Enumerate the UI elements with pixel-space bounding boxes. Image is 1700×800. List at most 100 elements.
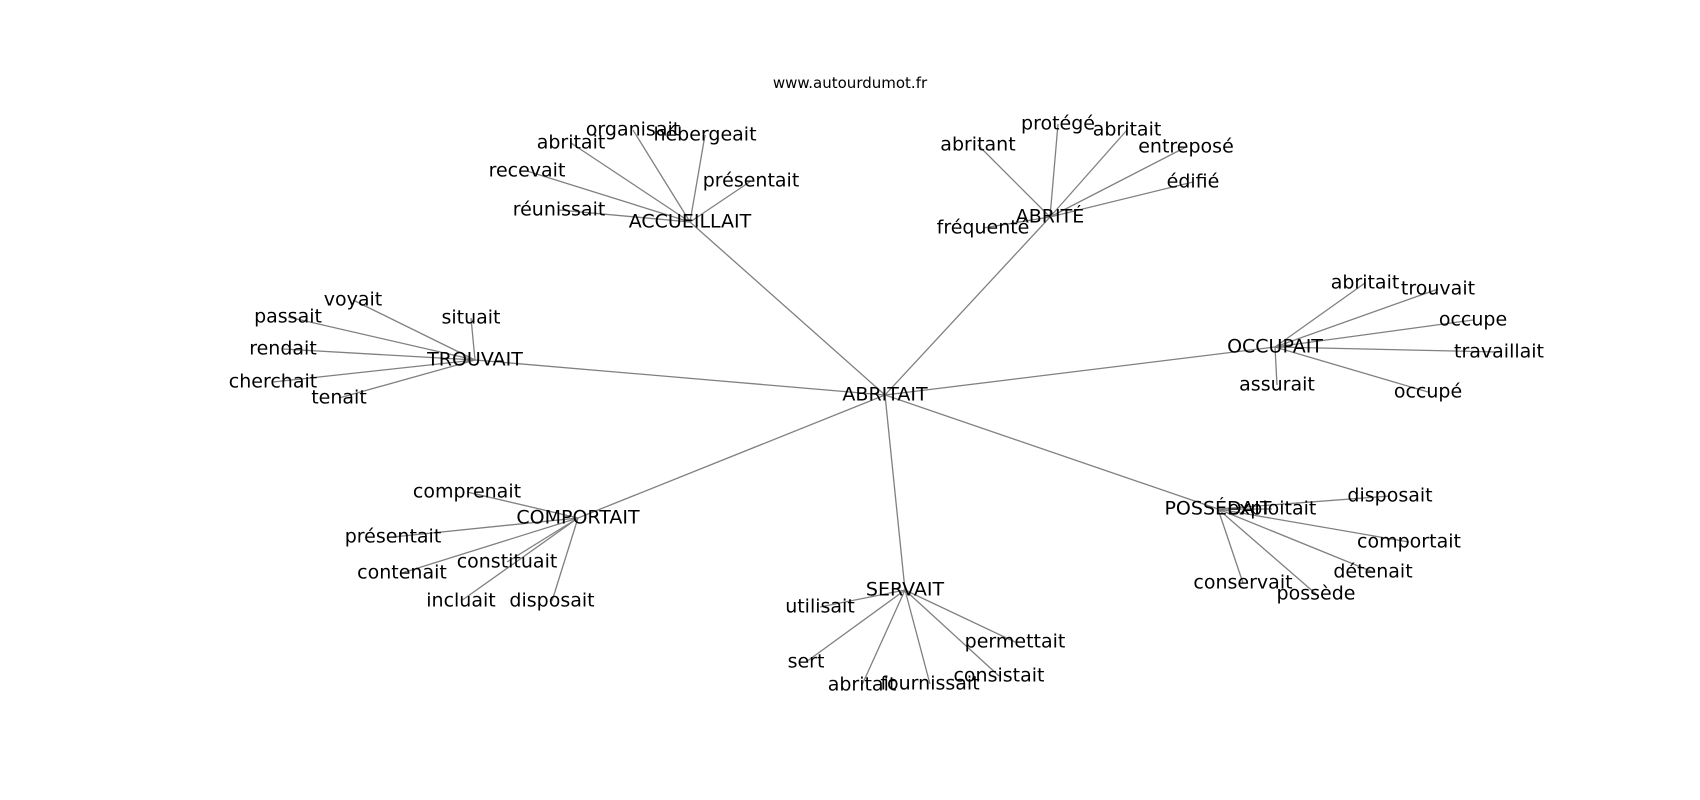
edge-center-4 — [577, 394, 886, 519]
leaf-node[interactable]: abritait — [828, 674, 897, 696]
edge-2-3 — [282, 348, 476, 361]
leaf-node[interactable]: rendait — [249, 338, 317, 360]
leaf-node[interactable]: réunissait — [513, 199, 606, 221]
edge-2-5 — [338, 359, 476, 399]
leaf-node[interactable]: utilisait — [785, 596, 855, 618]
edge-1-3 — [1049, 146, 1187, 218]
leaf-node[interactable]: disposait — [509, 590, 594, 612]
edge-3-1 — [1274, 288, 1439, 348]
edge-3-5 — [1274, 346, 1429, 393]
leaf-node[interactable]: occupe — [1439, 309, 1507, 331]
leaf-node[interactable]: comportait — [1357, 531, 1461, 553]
edge-5-0 — [819, 589, 906, 608]
hub-node[interactable]: SERVAIT — [866, 579, 945, 601]
edge-4-1 — [392, 517, 579, 538]
leaf-node[interactable]: permettait — [965, 631, 1066, 653]
edge-5-5 — [904, 589, 931, 685]
edge-6-4 — [1217, 508, 1244, 584]
edge-5-2 — [805, 589, 906, 663]
leaf-node[interactable]: abritait — [1093, 119, 1162, 141]
edge-6-0 — [1217, 495, 1391, 510]
hub-node[interactable]: POSSÉDAIT — [1164, 497, 1271, 520]
leaf-node[interactable]: occupé — [1394, 381, 1462, 403]
edge-0-5 — [558, 209, 691, 223]
leaf-node[interactable]: hébergeait — [653, 124, 756, 146]
leaf-node[interactable]: abritait — [1331, 272, 1400, 294]
edge-4-2 — [506, 517, 579, 563]
leaf-node[interactable]: protégé — [1021, 113, 1095, 135]
edge-2-0 — [352, 299, 476, 361]
edge-6-2 — [1217, 508, 1410, 543]
leaf-node[interactable]: présentait — [703, 170, 800, 192]
edge-1-2 — [1049, 129, 1128, 218]
leaf-node[interactable]: cherchait — [229, 371, 317, 393]
center-node[interactable]: ABRITAIT — [842, 384, 928, 406]
edge-2-4 — [272, 359, 476, 383]
edge-6-3 — [1217, 508, 1374, 573]
leaf-node[interactable]: trouvait — [1401, 278, 1475, 300]
leaf-node[interactable]: voyait — [324, 289, 382, 311]
edge-2-2 — [470, 317, 476, 361]
leaf-node[interactable]: travaillait — [1454, 341, 1544, 363]
edge-1-4 — [1049, 181, 1194, 218]
leaf-node[interactable]: recevait — [489, 160, 566, 182]
leaf-node[interactable]: sert — [788, 651, 825, 673]
edge-6-5 — [1217, 508, 1317, 595]
leaf-node[interactable]: passait — [254, 306, 322, 328]
hub-node[interactable]: TROUVAIT — [426, 349, 523, 371]
leaf-node[interactable]: conservait — [1193, 572, 1292, 594]
edge-1-5 — [982, 216, 1051, 229]
leaf-node[interactable]: comprenait — [413, 481, 521, 503]
edge-center-1 — [884, 216, 1051, 396]
edge-3-3 — [1274, 346, 1500, 353]
edge-4-4 — [460, 517, 579, 602]
edge-center-5 — [884, 394, 906, 591]
leaf-node[interactable]: détenait — [1333, 561, 1412, 583]
leaf-node[interactable]: situait — [441, 307, 500, 329]
edge-4-3 — [401, 517, 579, 574]
site-url[interactable]: www.autourdumot.fr — [773, 74, 928, 92]
leaf-node[interactable]: fréquenté — [937, 217, 1030, 239]
graph-edges — [272, 123, 1500, 686]
edge-5-1 — [904, 589, 1016, 643]
leaf-node[interactable]: exploitait — [1228, 498, 1317, 520]
hub-node[interactable]: ACCUEILLAIT — [629, 211, 752, 233]
edge-3-2 — [1274, 319, 1474, 348]
edge-1-1 — [1049, 123, 1059, 218]
leaf-node[interactable]: entreposé — [1138, 136, 1234, 158]
edge-0-3 — [526, 170, 691, 223]
edge-0-0 — [632, 129, 691, 223]
leaf-node[interactable]: constituait — [457, 551, 558, 573]
edge-0-1 — [689, 134, 706, 223]
leaf-node[interactable]: possède — [1277, 583, 1356, 605]
leaf-node[interactable]: tenait — [311, 387, 367, 409]
edge-3-4 — [1274, 346, 1278, 386]
edge-5-4 — [861, 589, 906, 686]
leaf-node[interactable]: assurait — [1239, 374, 1315, 396]
edge-center-0 — [689, 221, 886, 396]
leaf-node[interactable]: disposait — [1347, 485, 1432, 507]
leaf-node[interactable]: consistait — [953, 665, 1044, 687]
leaf-node[interactable]: abritait — [537, 132, 606, 154]
edge-0-2 — [570, 142, 691, 223]
leaf-node[interactable]: contenait — [357, 562, 447, 584]
edge-3-0 — [1274, 282, 1366, 348]
edge-2-1 — [287, 316, 476, 361]
leaf-node[interactable]: incluait — [426, 590, 495, 612]
leaf-node[interactable]: présentait — [345, 526, 442, 548]
edge-0-4 — [689, 180, 752, 223]
leaf-node[interactable]: organisait — [586, 119, 680, 141]
edge-1-0 — [977, 144, 1051, 218]
edge-center-2 — [474, 359, 886, 396]
hub-node[interactable]: ABRITÉ — [1016, 205, 1084, 228]
hub-node[interactable]: COMPORTAIT — [516, 507, 640, 529]
leaf-node[interactable]: abritant — [940, 134, 1015, 156]
leaf-node[interactable]: édifié — [1167, 171, 1220, 193]
edge-5-3 — [904, 589, 1000, 677]
edge-4-5 — [551, 517, 579, 602]
hub-node[interactable]: OCCUPAIT — [1227, 336, 1323, 358]
leaf-node[interactable]: fournissait — [880, 673, 979, 695]
edge-4-0 — [466, 491, 579, 519]
